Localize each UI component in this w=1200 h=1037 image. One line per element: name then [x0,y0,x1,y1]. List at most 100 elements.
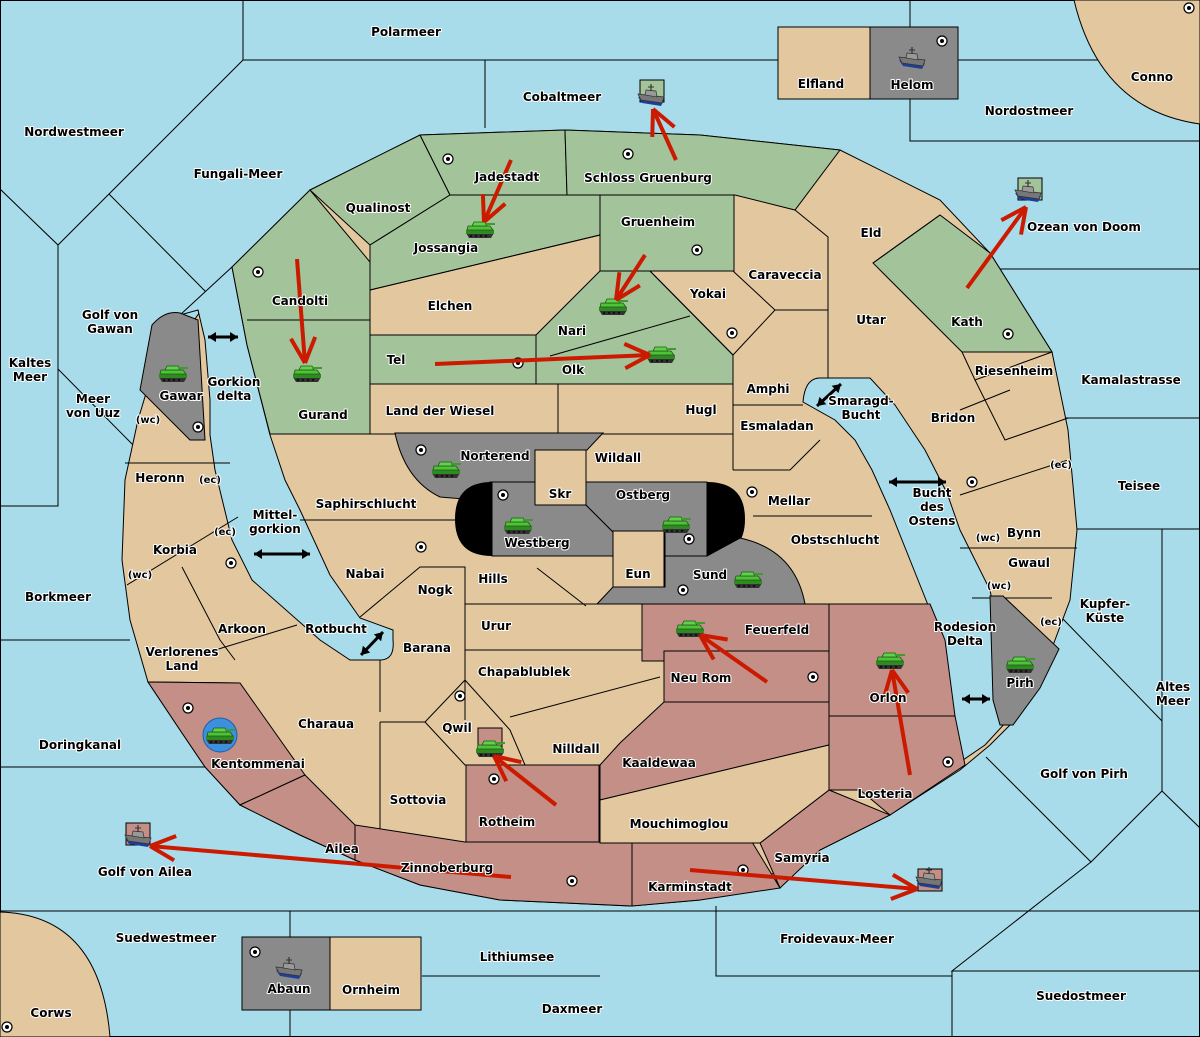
province-label-esmaladan: Esmaladan [740,419,813,433]
province-label-nabai: Nabai [346,567,385,581]
province-label-bynn: Bynn [1007,526,1041,540]
sea-label-kamalastrasse: Kamalastrasse [1081,373,1181,387]
province-ornheim[interactable] [329,936,422,1011]
coast-label: (ec) [1050,460,1072,471]
supply-center-icon [192,421,204,433]
province-label-sottovia: Sottovia [390,793,447,807]
province-conno[interactable] [1073,0,1200,125]
impassable-west [455,482,492,556]
supply-center-icon [415,444,427,456]
province-label-amphi: Amphi [746,382,789,396]
province-label-chapa: Chapablublek [478,665,571,679]
supply-center-icon [442,153,454,165]
coast-label: (ec) [199,475,221,486]
sea-label-nordostmeer: Nordostmeer [985,104,1074,118]
province-label-gwaul: Gwaul [1008,556,1050,570]
move-order-arrow [492,754,558,807]
province-label-jossangia: Jossangia [413,241,478,255]
sea-label-cobaltmeer: Cobaltmeer [523,90,601,104]
province-label-ornheim: Ornheim [342,983,400,997]
province-label-barana: Barana [403,641,451,655]
sea-label-froidevaux: Froidevaux-Meer [780,932,894,946]
supply-center-icon [726,327,738,339]
province-label-pirh: Pirh [1006,676,1033,690]
sea-label-golf-ailea: Golf von Ailea [98,865,192,879]
province-label-kath: Kath [951,315,983,329]
sea-label-polarmeer: Polarmeer [371,25,441,39]
supply-center-icon [691,244,703,256]
province-corws[interactable] [0,911,111,1037]
sea-label-mittelgorkion: Mittel-gorkion [249,508,301,536]
province-label-yokai: Yokai [689,287,726,301]
province-label-elfland: Elfland [798,77,844,91]
supply-center-icon [1002,328,1014,340]
province-label-westberg: Westberg [504,536,569,550]
province-label-hills: Hills [478,572,508,586]
province-label-gruenheim: Gruenheim [621,215,695,229]
province-label-candolti: Candolti [272,294,328,308]
supply-center-icon [746,486,758,498]
sea-inner-west [179,266,394,661]
province-label-elchen: Elchen [428,299,473,313]
sea-label-smaragd: Smaragd-Bucht [828,394,893,422]
province-label-neurom: Neu Rom [671,671,732,685]
canal-arrows [208,332,990,704]
move-order-arrow [689,868,919,901]
province-label-caraveccia: Caraveccia [748,268,821,282]
province-label-qwil: Qwil [442,721,472,735]
move-order-arrow [148,834,512,879]
move-order-arrow [434,342,651,370]
province-label-qualinost: Qualinost [346,201,411,215]
province-label-korbia: Korbia [153,543,197,557]
supply-center-icon [622,148,634,160]
coast-label: (ec) [214,527,236,538]
green-territories [231,129,1053,435]
province-skr[interactable] [534,449,587,506]
province-mouchimoglou[interactable] [599,744,830,844]
province-label-hugl: Hugl [685,403,716,417]
province-label-olk: Olk [562,363,585,377]
supply-center-icon [497,489,509,501]
sea-label-borkmeer: Borkmeer [25,590,91,604]
double-arrow-icon [889,477,946,487]
army-unit-icon[interactable] [202,717,238,753]
province-neu-rom[interactable] [663,650,830,703]
province-label-tel: Tel [387,353,406,367]
province-elfland[interactable] [777,26,871,100]
double-arrow-icon [962,694,990,704]
sea-label-nordwestmeer: Nordwestmeer [24,125,124,139]
province-label-mellar: Mellar [768,494,810,508]
supply-center-icon [683,533,695,545]
supply-center-icon [807,671,819,683]
province-label-orlon: Orlon [869,691,906,705]
sea-label-doringkanal: Doringkanal [39,738,121,752]
province-label-karminstadt: Karminstadt [648,880,732,894]
move-order-arrow [698,633,769,684]
double-arrow-icon [359,630,385,657]
province-eun[interactable] [612,530,665,588]
supply-center-icon [225,557,237,569]
province-label-mouchimoglou: Mouchimoglou [630,817,729,831]
province-label-ostberg: Ostberg [616,488,670,502]
supply-center-icon [182,702,194,714]
province-label-charaua: Charaua [298,717,354,731]
province-ostberg[interactable] [585,481,708,557]
province-label-arkoon: Arkoon [218,622,266,636]
province-label-conno: Conno [1131,70,1173,84]
double-arrow-icon [254,549,310,559]
supply-center-icon [1183,2,1195,14]
sea-label-rotbucht: Rotbucht [305,622,367,636]
province-label-saphir: Saphirschlucht [316,497,417,511]
units [124,46,1042,980]
province-label-samyria: Samyria [774,851,829,865]
province-gruenheim[interactable] [599,194,735,272]
province-label-schloss: Schloss Gruenburg [584,171,712,185]
province-rotheim[interactable] [465,764,600,843]
